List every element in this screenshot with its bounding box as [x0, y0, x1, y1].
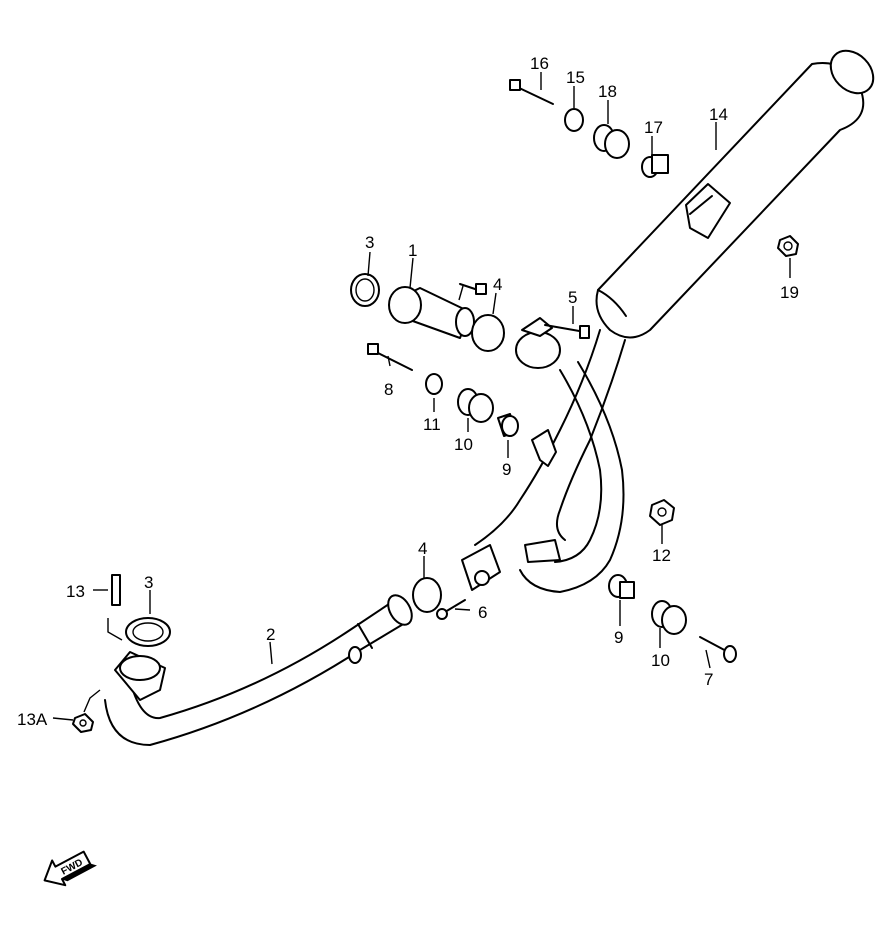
label-10-lower: 10: [651, 651, 670, 670]
seal-4-lower: [412, 577, 442, 613]
bolt-small-1: [459, 283, 487, 295]
label-14: 14: [709, 105, 728, 124]
grommet-18: [593, 124, 630, 159]
label-16: 16: [530, 54, 549, 73]
label-12: 12: [652, 546, 671, 565]
label-6: 6: [478, 603, 487, 622]
label-8: 8: [384, 380, 393, 399]
label-15: 15: [566, 68, 585, 87]
seal-4-upper: [471, 314, 505, 352]
grommet-10-upper: [457, 388, 494, 423]
collar-9-upper: [497, 413, 519, 437]
part-labels: 1 2 3 3 4 4 5 6 7 8 9 9 10 10 11 12 13 1…: [17, 54, 799, 729]
bolt-6: [436, 599, 466, 620]
nut-19: [777, 235, 799, 257]
fwd-arrow-icon: FWD: [43, 850, 97, 887]
label-10-upper: 10: [454, 435, 473, 454]
front-pipe-2: [104, 594, 413, 746]
nut-12: [649, 499, 675, 526]
label-5: 5: [568, 288, 577, 307]
gasket-3-lower: [125, 617, 171, 647]
label-18: 18: [598, 82, 617, 101]
label-7: 7: [704, 670, 713, 689]
washer-11: [425, 373, 443, 395]
label-11: 11: [423, 415, 441, 434]
label-3-lower: 3: [144, 573, 153, 592]
nut-6: [474, 570, 490, 586]
bolt-16: [509, 79, 554, 105]
label-9-upper: 9: [502, 460, 511, 479]
collar-17: [641, 154, 669, 178]
label-2: 2: [266, 625, 275, 644]
muffler-14: [595, 49, 875, 339]
bolt-8: [367, 343, 413, 371]
stud-13: [111, 574, 121, 606]
label-3-upper: 3: [365, 233, 374, 252]
bolt-5: [544, 324, 590, 339]
label-17: 17: [644, 118, 663, 137]
label-19: 19: [780, 283, 799, 302]
label-4-lower: 4: [418, 539, 427, 558]
label-13: 13: [66, 582, 85, 601]
rear-pipe-assembly: [461, 317, 626, 593]
label-4-upper: 4: [493, 275, 502, 294]
grommet-10-lower: [651, 600, 687, 635]
label-9-lower: 9: [614, 628, 623, 647]
label-13a: 13A: [17, 710, 48, 729]
label-1: 1: [408, 241, 417, 260]
nut-13a: [72, 713, 94, 733]
connector-1: [388, 286, 475, 339]
washer-15: [564, 108, 584, 132]
bolt-7: [699, 636, 737, 663]
leader-lines: [52, 72, 791, 721]
collar-9-lower: [608, 574, 635, 599]
